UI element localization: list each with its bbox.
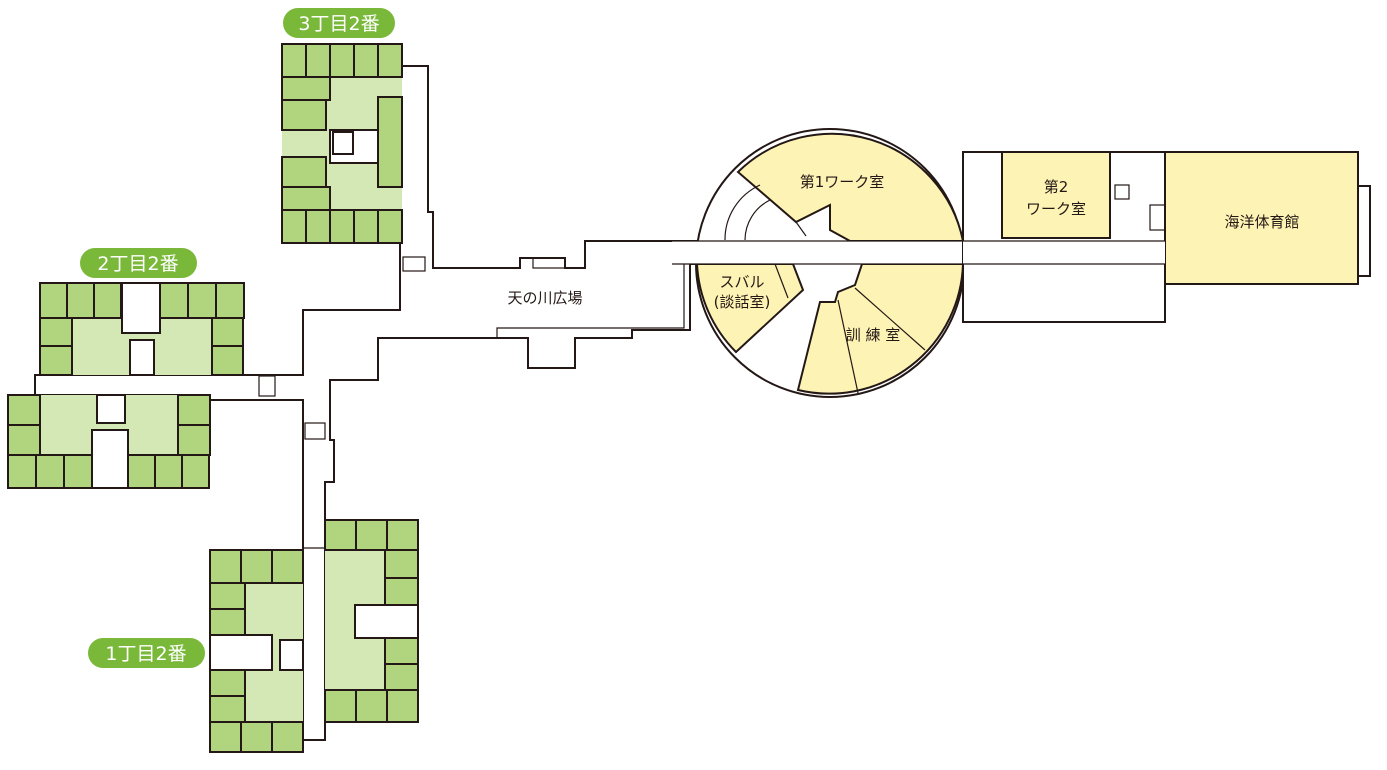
room-cell bbox=[384, 663, 419, 691]
room-work2[interactable] bbox=[1001, 151, 1111, 239]
room-cell bbox=[209, 669, 246, 697]
room-cell bbox=[177, 394, 211, 426]
room-cell bbox=[353, 43, 379, 78]
round-corridor bbox=[672, 241, 972, 264]
stairs-icon bbox=[724, 184, 831, 241]
label-gym: 海洋体育館 bbox=[1224, 213, 1299, 231]
room-cell bbox=[329, 209, 355, 244]
room-cell bbox=[377, 43, 403, 78]
room-cell bbox=[154, 454, 183, 489]
room-cell bbox=[211, 317, 244, 347]
room-cell bbox=[7, 394, 41, 426]
svg-text:2丁目2番: 2丁目2番 bbox=[97, 253, 178, 275]
room-cell bbox=[209, 549, 242, 584]
room-cell bbox=[377, 96, 403, 188]
room-cell bbox=[281, 156, 327, 188]
svg-text:1丁目2番: 1丁目2番 bbox=[105, 643, 186, 665]
room-cell bbox=[187, 282, 217, 319]
room-cell bbox=[281, 99, 327, 131]
room-cell bbox=[7, 424, 41, 456]
partition bbox=[837, 299, 859, 394]
room-cell bbox=[324, 689, 357, 723]
room-cell bbox=[271, 721, 304, 753]
hall bbox=[332, 131, 354, 155]
block-tag-1: 1丁目2番 bbox=[88, 638, 205, 668]
label-training: 訓 練 室 bbox=[846, 326, 901, 344]
plaza-inner-line bbox=[496, 241, 685, 338]
room-cell bbox=[281, 43, 307, 78]
room-cell bbox=[386, 519, 419, 551]
room-cell bbox=[93, 282, 122, 319]
label-subaru-1: スバル bbox=[719, 273, 764, 291]
room-cell bbox=[209, 582, 246, 610]
hall bbox=[209, 634, 273, 671]
room-cell bbox=[215, 282, 245, 319]
room-cell bbox=[211, 345, 244, 376]
hall bbox=[96, 394, 126, 424]
room-cell bbox=[39, 345, 73, 376]
room-cell bbox=[386, 689, 419, 723]
room-cell bbox=[209, 695, 246, 723]
room-cell bbox=[305, 209, 331, 244]
stairs-icon bbox=[258, 184, 1166, 440]
room-cell bbox=[35, 454, 65, 489]
room-cell bbox=[39, 317, 73, 347]
room-training[interactable] bbox=[796, 263, 965, 395]
room-subaru[interactable] bbox=[695, 263, 805, 354]
room-cell bbox=[271, 549, 304, 584]
partition bbox=[854, 287, 926, 351]
room-cell bbox=[281, 186, 331, 211]
hall bbox=[354, 604, 419, 639]
room-cell bbox=[353, 209, 379, 244]
block-tag-2: 2丁目2番 bbox=[80, 248, 197, 278]
room-cell bbox=[7, 454, 37, 489]
room-cell bbox=[377, 209, 403, 244]
room-gym[interactable] bbox=[1164, 151, 1359, 285]
room-cell bbox=[209, 721, 242, 753]
label-subaru-2: (談話室) bbox=[714, 293, 771, 311]
hall bbox=[121, 282, 161, 334]
room-cell bbox=[209, 608, 246, 636]
label-work1: 第1ワーク室 bbox=[800, 173, 885, 191]
room-cell bbox=[159, 282, 189, 319]
room-cell bbox=[240, 549, 273, 584]
room-cell bbox=[355, 689, 388, 723]
room-cell bbox=[127, 454, 156, 489]
room-cell bbox=[181, 454, 210, 489]
room-cell bbox=[281, 76, 331, 101]
room-cell bbox=[384, 549, 419, 579]
room-cell bbox=[384, 577, 419, 606]
hall bbox=[129, 339, 155, 376]
room-cell bbox=[324, 519, 357, 551]
room-cell bbox=[240, 721, 273, 753]
room-cell bbox=[39, 282, 68, 319]
label-work2-2: ワーク室 bbox=[1026, 200, 1086, 218]
room-cell bbox=[63, 454, 93, 489]
partition bbox=[774, 263, 789, 299]
room-cell bbox=[281, 209, 307, 244]
room-cell bbox=[384, 637, 419, 665]
svg-text:3丁目2番: 3丁目2番 bbox=[298, 13, 379, 35]
hall bbox=[91, 429, 129, 489]
room-cell bbox=[177, 424, 211, 456]
label-work2-1: 第2 bbox=[1044, 178, 1069, 196]
room-cell bbox=[329, 43, 355, 78]
room-cell bbox=[66, 282, 95, 319]
hall bbox=[279, 639, 304, 671]
block-tag-3: 3丁目2番 bbox=[283, 8, 395, 38]
label-plaza: 天の川広場 bbox=[507, 289, 582, 307]
room-cell bbox=[305, 43, 331, 78]
room-cell bbox=[355, 519, 388, 551]
